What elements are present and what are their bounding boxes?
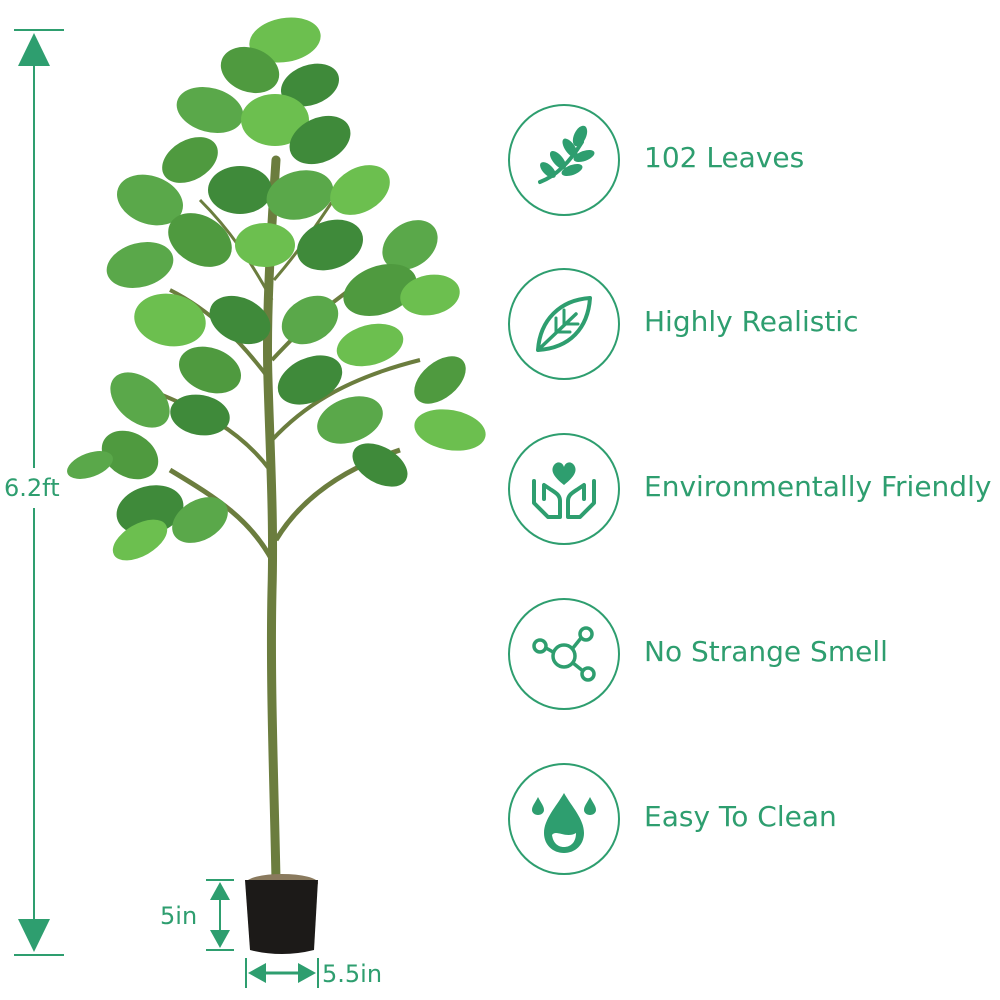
leaves	[67, 17, 486, 561]
height-label: 6.2ft	[4, 474, 60, 502]
feature-realistic: Highly Realistic	[508, 268, 1000, 384]
feature-easy-clean: Easy To Clean	[508, 763, 1000, 879]
height-dimension-arrow	[14, 29, 64, 956]
feature-eco: Environmentally Friendly	[508, 433, 1000, 549]
feature-label: 102 Leaves	[644, 141, 805, 174]
feature-label: No Strange Smell	[644, 635, 888, 668]
feature-no-smell: No Strange Smell	[508, 598, 1000, 714]
feature-label: Environmentally Friendly	[644, 470, 992, 503]
fiddle-leaf-fig-tree	[67, 17, 486, 954]
pot-height-arrow	[206, 879, 234, 951]
heart-hands-icon	[508, 433, 620, 545]
pot-width-label: 5.5in	[322, 960, 383, 988]
feature-label: Easy To Clean	[644, 800, 837, 833]
pot-height-label: 5in	[160, 902, 198, 930]
pot	[245, 880, 318, 954]
feature-label: Highly Realistic	[644, 305, 859, 338]
pot-width-arrow	[245, 958, 319, 988]
molecule-icon	[508, 598, 620, 710]
leaf-icon	[508, 268, 620, 380]
leaves-branch-icon	[508, 104, 620, 216]
water-drop-icon	[508, 763, 620, 875]
feature-leaves: 102 Leaves	[508, 104, 1000, 220]
